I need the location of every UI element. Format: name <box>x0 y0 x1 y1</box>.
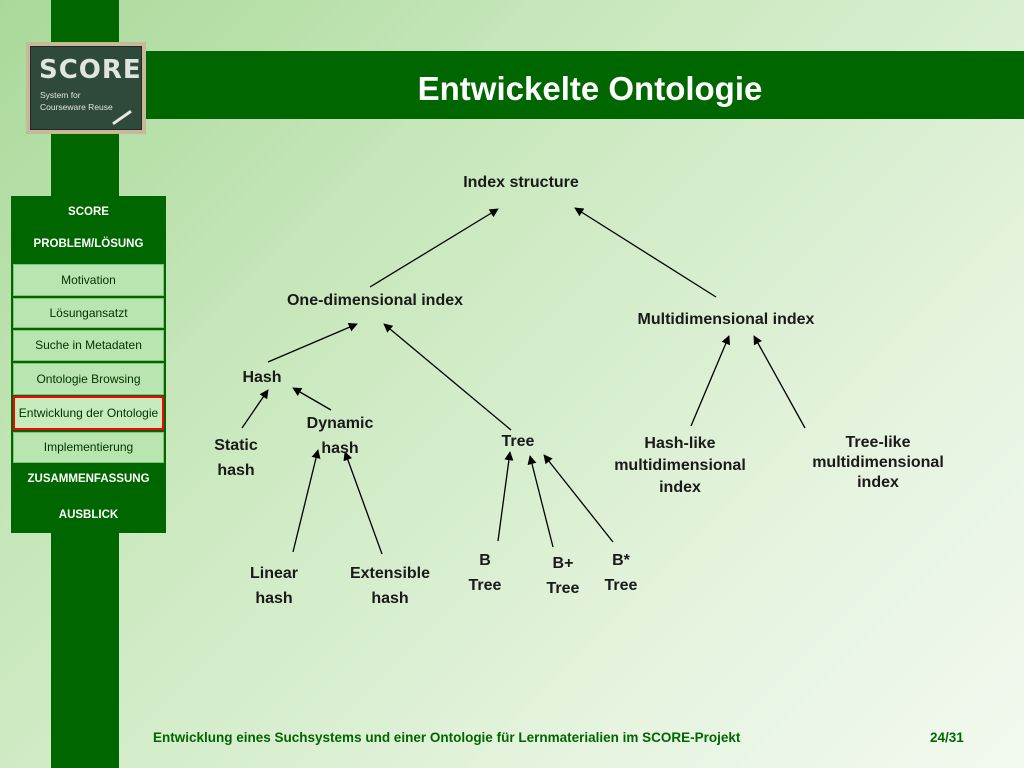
node-linear-hash-line2: hash <box>255 590 293 607</box>
node-hash: Hash <box>242 369 282 386</box>
edge-tree-to-one-dimensional <box>383 323 512 431</box>
node-dynamic-hash-line1: Dynamic <box>306 415 374 432</box>
node-b-tree-line1: B <box>479 552 491 569</box>
edge-one-dimensional-to-index-structure <box>369 208 499 288</box>
node-extensible-hash: Extensible hash <box>332 561 448 611</box>
edge-b-plus-tree-to-tree <box>527 455 554 548</box>
node-multidimensional-index: Multidimensional index <box>637 311 815 328</box>
nav-item-entwicklung-der-ontologie[interactable]: Entwicklung der Ontologie <box>13 396 164 430</box>
node-tree-like-line1: Tree-like <box>845 434 911 451</box>
nav-item-motivation[interactable]: Motivation <box>13 264 164 296</box>
edge-static-hash-to-hash <box>241 389 269 429</box>
node-one-dimensional-index: One-dimensional index <box>286 292 464 309</box>
node-b-tree: B Tree <box>458 548 512 598</box>
nav-item-ausblick[interactable]: AUSBLICK <box>58 509 119 521</box>
node-dynamic-hash-line2: hash <box>321 440 359 457</box>
nav-item-loesungansatzt[interactable]: Lösungansatzt <box>13 298 164 328</box>
slide-footer: Entwicklung eines Suchsystems und einer … <box>153 730 741 745</box>
score-logo: SCORE System for Courseware Reuse <box>26 42 146 134</box>
node-linear-hash: Linear hash <box>234 561 314 611</box>
sidebar-nav: SCORE PROBLEM/LÖSUNG Motivation Lösungan… <box>11 196 166 533</box>
nav-item-ontologie-browsing[interactable]: Ontologie Browsing <box>13 363 164 395</box>
node-tree-like-multidimensional-index: Tree-like multidimensional index <box>788 433 968 493</box>
node-hash-like-line2: multidimensional <box>614 457 746 474</box>
node-b-plus-tree-line1: B+ <box>552 555 574 572</box>
node-hash-like-line1: Hash-like <box>644 435 716 452</box>
node-b-star-tree-line2: Tree <box>604 577 638 594</box>
node-dynamic-hash: Dynamic hash <box>292 411 388 461</box>
node-extensible-hash-line1: Extensible <box>349 565 431 582</box>
edge-hash-like-to-multidimensional <box>690 335 731 427</box>
node-linear-hash-line1: Linear <box>249 565 298 582</box>
node-static-hash: Static hash <box>200 433 272 483</box>
nav-item-problem-loesung[interactable]: PROBLEM/LÖSUNG <box>33 238 144 250</box>
edge-b-star-tree-to-tree <box>543 454 614 543</box>
node-hash-like-multidimensional-index: Hash-like multidimensional index <box>592 433 768 499</box>
node-tree-like-line2: multidimensional <box>812 454 944 471</box>
node-extensible-hash-line2: hash <box>371 590 409 607</box>
node-tree: Tree <box>501 433 535 450</box>
node-b-plus-tree: B+ Tree <box>536 551 590 601</box>
node-hash-like-line3: index <box>659 479 701 496</box>
edge-multidimensional-to-index-structure <box>574 207 717 298</box>
edge-hash-to-one-dimensional <box>267 323 358 363</box>
edge-dynamic-hash-to-hash <box>292 387 332 411</box>
logo-subtitle: System for Courseware Reuse <box>40 89 140 113</box>
chalkboard-icon: SCORE System for Courseware Reuse <box>30 46 142 130</box>
logo-subtitle-line2: Courseware Reuse <box>40 102 113 112</box>
title-bar <box>51 51 1024 119</box>
edge-b-tree-to-tree <box>497 451 514 542</box>
page-number: 24/31 <box>930 730 964 745</box>
nav-item-implementierung[interactable]: Implementierung <box>13 432 164 463</box>
slide-title: Entwickelte Ontologie <box>417 70 763 107</box>
edge-linear-hash-to-dynamic-hash <box>292 449 321 553</box>
node-b-tree-line2: Tree <box>468 577 502 594</box>
edge-extensible-hash-to-dynamic-hash <box>343 451 383 555</box>
edge-tree-like-to-multidimensional <box>753 335 806 429</box>
node-b-plus-tree-line2: Tree <box>546 580 580 597</box>
node-index-structure: Index structure <box>463 174 579 191</box>
nav-item-suche-in-metadaten[interactable]: Suche in Metadaten <box>13 330 164 361</box>
nav-item-zusammenfassung[interactable]: ZUSAMMENFASSUNG <box>27 473 150 485</box>
nav-item-score[interactable]: SCORE <box>68 206 109 218</box>
logo-wordmark: SCORE <box>39 55 142 85</box>
node-b-star-tree-line1: B* <box>612 552 630 569</box>
logo-subtitle-line1: System for <box>40 90 81 100</box>
node-static-hash-line2: hash <box>217 462 255 479</box>
node-tree-like-line3: index <box>857 474 899 491</box>
node-static-hash-line1: Static <box>214 437 258 454</box>
node-b-star-tree: B* Tree <box>594 548 648 598</box>
